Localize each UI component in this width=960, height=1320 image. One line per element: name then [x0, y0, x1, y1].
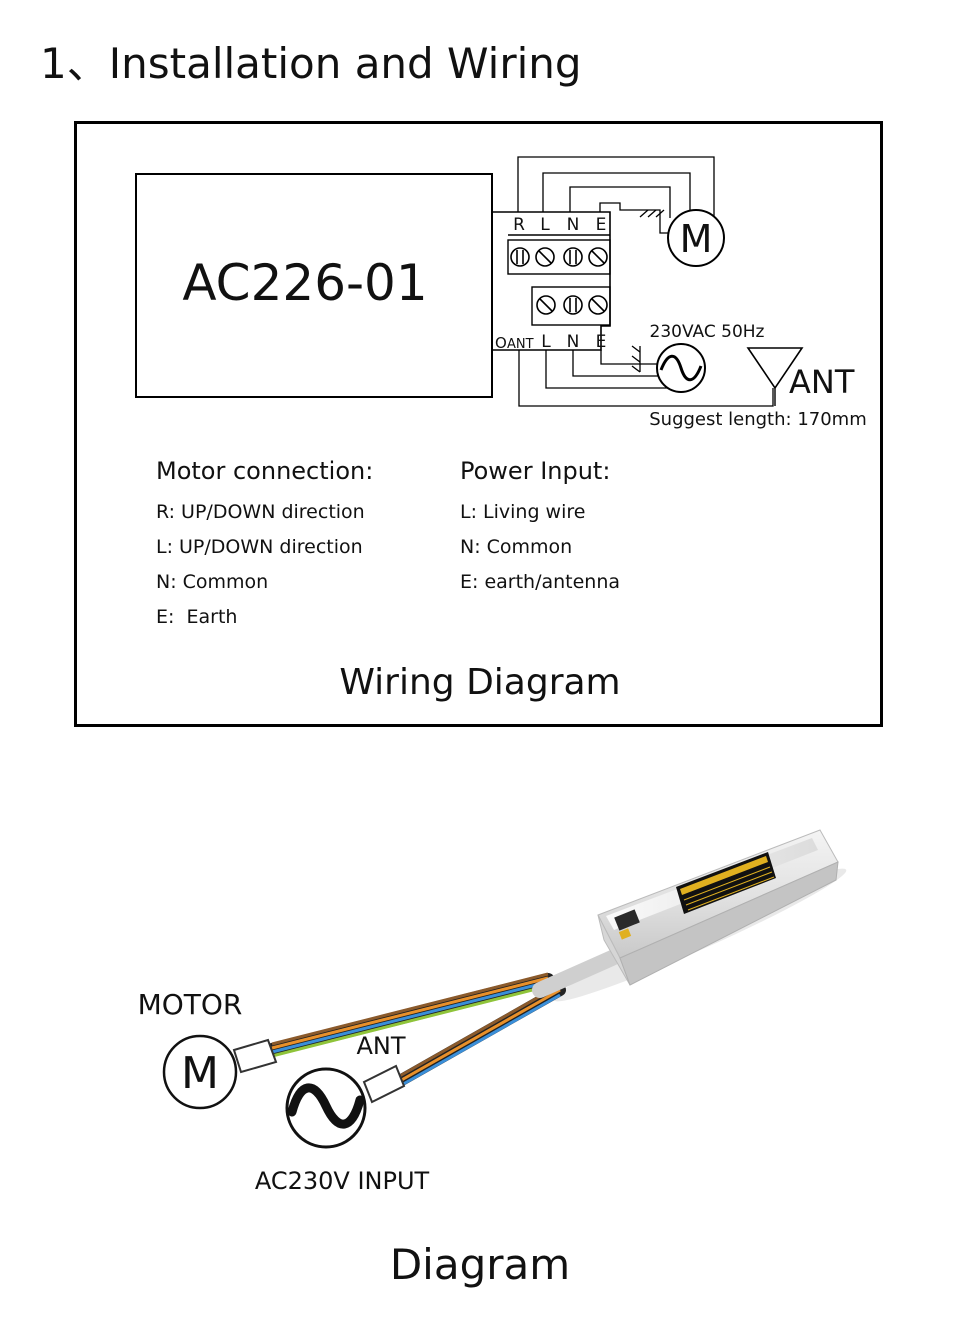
power-input-item: E: earth/antenna	[460, 571, 620, 593]
motor-symbol	[667, 209, 725, 267]
wiring-diagram-caption: Wiring Diagram	[339, 662, 621, 703]
section-title: 1、Installation and Wiring	[40, 39, 582, 88]
motor-cable	[265, 972, 555, 1058]
power-cable	[392, 983, 566, 1089]
diagram-caption: Diagram	[389, 1240, 571, 1289]
bottom-screws	[536, 295, 608, 315]
product-motor-label: MOTOR	[138, 988, 243, 1021]
motor-connection-item: L: UP/DOWN direction	[156, 536, 363, 558]
power-wires	[518, 345, 774, 407]
motor-connector	[232, 1038, 278, 1074]
terminal-n-label: N	[567, 215, 580, 235]
motor-connection-item: N: Common	[156, 571, 268, 593]
product-input-label: AC230V INPUT	[255, 1167, 430, 1195]
motor-wires	[517, 156, 715, 234]
device-button	[614, 909, 640, 931]
terminal-block	[492, 211, 611, 351]
terminal-l-label: L	[540, 215, 550, 235]
power-input-heading: Power Input:	[460, 457, 610, 485]
controller-device	[597, 829, 839, 986]
terminal-e-label: E	[596, 215, 607, 235]
motor-connection-item: R: UP/DOWN direction	[156, 501, 365, 523]
controller-box	[135, 173, 493, 398]
product-motor-letter: M	[181, 1048, 219, 1099]
top-terminal-row	[507, 239, 611, 275]
product-ant-label: ANT	[356, 1032, 405, 1060]
power-e-label: E	[596, 332, 607, 352]
product-motor-symbol	[162, 1034, 238, 1110]
terminal-r-label: R	[513, 215, 525, 235]
ant-terminal-label: ANT	[507, 337, 534, 352]
antenna-length-note: Suggest length: 170mm	[649, 409, 867, 430]
power-l-label: L	[541, 332, 551, 352]
motor-connection-item: E: Earth	[156, 606, 237, 628]
top-screws	[510, 247, 608, 267]
motor-connection-heading: Motor connection:	[156, 457, 373, 485]
power-input-item: L: Living wire	[460, 501, 585, 523]
power-connector	[362, 1064, 406, 1104]
ant-terminal-prefix: O	[495, 334, 507, 352]
controller-model: AC226-01	[182, 254, 427, 312]
power-n-label: N	[567, 332, 580, 352]
power-input-item: N: Common	[460, 536, 572, 558]
motor-symbol-letter: M	[680, 217, 713, 261]
cable-sleeve	[532, 950, 620, 998]
wiring-diagram-frame	[74, 121, 883, 727]
antenna-label: ANT	[789, 363, 855, 401]
antenna-icon	[746, 347, 804, 390]
bottom-terminal-row	[531, 286, 611, 326]
power-rating-label: 230VAC 50Hz	[650, 322, 765, 342]
